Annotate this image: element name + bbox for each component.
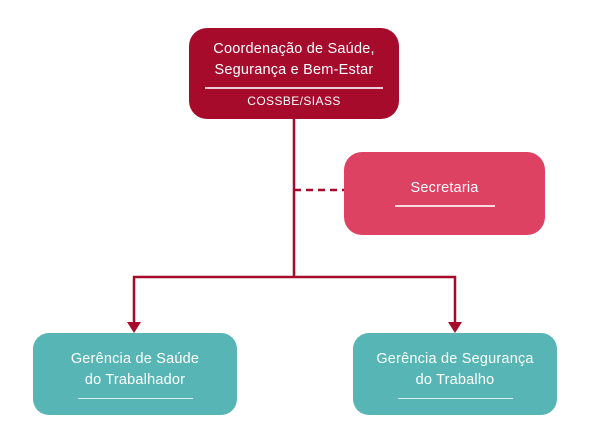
node-gerencia-seguranca-line1: Gerência de Segurança — [376, 350, 534, 367]
node-coordenacao: Coordenação de Saúde, Segurança e Bem-Es… — [189, 28, 399, 119]
node-coordenacao-title-line2: Segurança e Bem-Estar — [214, 62, 374, 79]
node-secretaria-label: Secretaria — [410, 180, 479, 197]
underline-decoration — [77, 397, 193, 400]
underline-decoration — [394, 205, 495, 207]
branch-connector-line — [132, 275, 457, 324]
arrowhead-right-icon — [448, 322, 462, 333]
node-gerencia-seguranca: Gerência de Segurança do Trabalho — [353, 333, 557, 415]
node-secretaria: Secretaria — [344, 152, 545, 235]
underline-decoration — [397, 397, 513, 400]
node-gerencia-seguranca-line2: do Trabalho — [415, 371, 495, 388]
node-gerencia-saude-line2: do Trabalhador — [84, 371, 186, 388]
divider-line — [205, 87, 383, 89]
node-coordenacao-acronym: COSSBE/SIASS — [247, 93, 341, 108]
node-coordenacao-title-line1: Coordenação de Saúde, — [213, 41, 375, 58]
node-gerencia-saude-line1: Gerência de Saúde — [70, 350, 200, 367]
node-gerencia-saude: Gerência de Saúde do Trabalhador — [33, 333, 237, 415]
arrowhead-left-icon — [127, 322, 141, 333]
